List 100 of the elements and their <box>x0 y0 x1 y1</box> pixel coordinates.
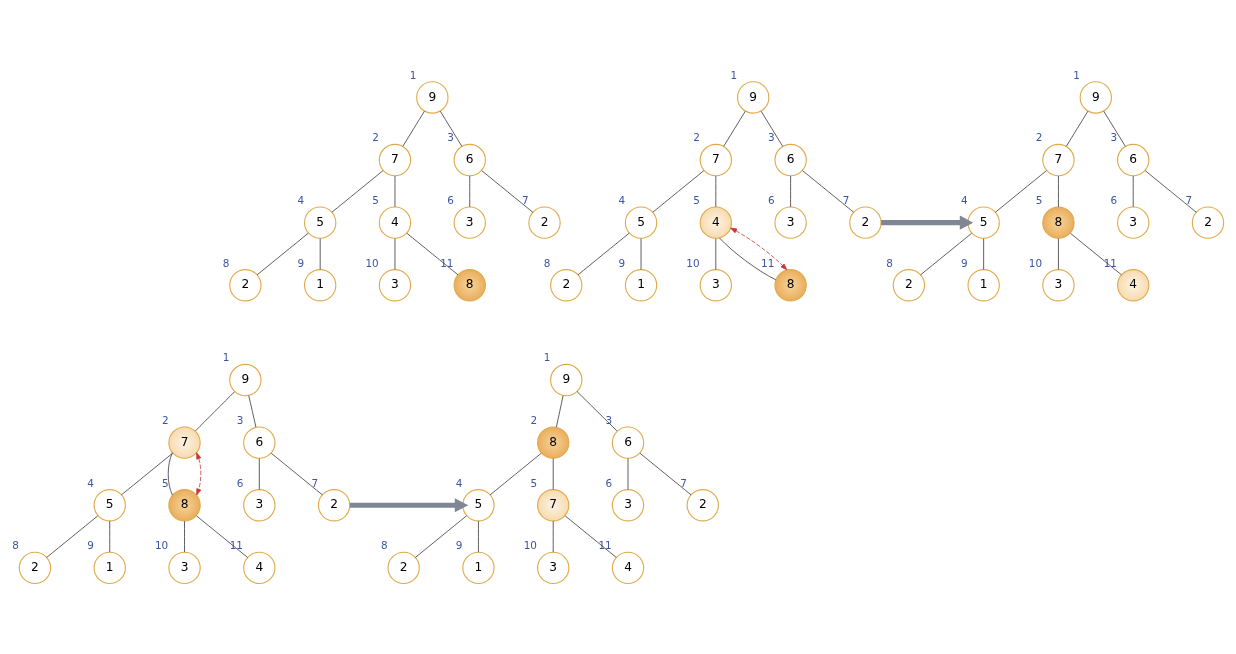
node-label: 9 <box>297 256 305 269</box>
node-label: 3 <box>236 414 244 427</box>
node-circle: 7 <box>699 143 733 177</box>
connector <box>639 452 692 496</box>
node-circle: 2 <box>18 551 52 585</box>
node-label: 7 <box>521 194 529 207</box>
connector <box>415 515 467 558</box>
node-circle: 3 <box>537 551 570 585</box>
connector <box>256 232 309 276</box>
node-circle: 2 <box>892 269 926 302</box>
node-label: 4 <box>961 194 968 207</box>
connector <box>1058 175 1059 208</box>
node-label: 3 <box>1110 131 1118 144</box>
node-label: 4 <box>618 194 626 207</box>
node-label: 6 <box>605 476 613 489</box>
node-circle: 8 <box>453 269 486 302</box>
node-label: 2 <box>530 414 538 427</box>
node-label: 9 <box>961 256 968 269</box>
node-label: 3 <box>605 414 613 427</box>
connector <box>406 232 459 276</box>
connector <box>577 232 630 276</box>
node-circle: 2 <box>550 269 583 302</box>
node-circle: 4 <box>243 551 276 585</box>
node-circle: 8 <box>537 426 570 459</box>
node-circle: 6 <box>1117 143 1150 177</box>
node-label: 2 <box>1035 131 1043 144</box>
node-circle: 3 <box>1042 269 1075 302</box>
connector <box>331 170 384 213</box>
node-label: 11 <box>598 539 612 552</box>
node-label: 4 <box>87 476 94 489</box>
node-label: 8 <box>222 256 230 269</box>
node-circle: 8 <box>774 269 807 302</box>
node-label: 5 <box>1035 194 1043 207</box>
node-label: 6 <box>236 476 244 489</box>
node-circle: 1 <box>624 269 658 302</box>
connector <box>194 391 235 432</box>
connector <box>46 515 99 558</box>
node-label: 7 <box>1185 194 1193 207</box>
node-circle: 4 <box>378 206 412 239</box>
node-label: 7 <box>680 476 687 489</box>
arrow <box>881 215 974 230</box>
connector <box>478 520 479 553</box>
node-label: 7 <box>311 476 319 489</box>
node-circle: 2 <box>686 489 719 522</box>
node-circle: 9 <box>1079 81 1113 114</box>
node-circle: 9 <box>550 363 583 397</box>
node-label: 11 <box>229 539 243 552</box>
connector <box>248 395 257 428</box>
connector <box>723 110 746 147</box>
node-circle: 3 <box>378 269 412 302</box>
node-label: 10 <box>365 256 379 269</box>
connector <box>790 175 791 208</box>
node-circle: 9 <box>737 81 770 114</box>
node-label: 3 <box>768 131 775 144</box>
node-circle: 6 <box>774 143 807 177</box>
node-circle: 2 <box>528 206 561 239</box>
node-label: 10 <box>523 539 537 552</box>
connector <box>1065 110 1089 147</box>
node-circle: 2 <box>229 269 262 302</box>
node-label: 1 <box>730 68 738 81</box>
node-circle: 3 <box>243 489 276 522</box>
node-circle: 2 <box>849 206 882 239</box>
node-circle: 5 <box>624 206 658 239</box>
node-circle: 2 <box>317 489 351 522</box>
connector <box>439 110 463 147</box>
connector <box>995 170 1047 213</box>
node-label: 1 <box>409 68 417 81</box>
arrow <box>349 498 469 513</box>
node-circle: 6 <box>243 426 276 459</box>
node-circle: 5 <box>303 206 337 239</box>
connector <box>1058 238 1059 270</box>
node-circle: 5 <box>93 489 126 522</box>
node-label: 1 <box>543 351 551 364</box>
connector <box>196 515 248 558</box>
node-label: 11 <box>761 256 775 269</box>
node-label: 5 <box>693 194 700 207</box>
node-circle: 1 <box>93 551 126 585</box>
connector <box>258 458 260 490</box>
node-label: 9 <box>87 539 94 552</box>
connector <box>552 520 554 553</box>
connector <box>1103 110 1126 147</box>
node-circle: 9 <box>229 363 262 397</box>
connector <box>109 520 111 553</box>
node-label: 6 <box>447 194 454 207</box>
node-label: 1 <box>222 351 230 364</box>
node-circle: 5 <box>967 206 1000 239</box>
connector <box>1132 175 1134 208</box>
connector <box>121 452 173 496</box>
node-label: 5 <box>372 194 379 207</box>
node-label: 3 <box>447 131 454 144</box>
node-label: 8 <box>381 539 388 552</box>
connector <box>760 110 784 147</box>
node-circle: 3 <box>774 206 807 239</box>
connector <box>489 452 542 496</box>
connector <box>652 170 705 213</box>
connector <box>920 232 972 276</box>
node-label: 10 <box>686 256 700 269</box>
node-label: 4 <box>297 194 305 207</box>
node-label: 9 <box>455 539 463 552</box>
node-circle: 9 <box>416 81 449 114</box>
